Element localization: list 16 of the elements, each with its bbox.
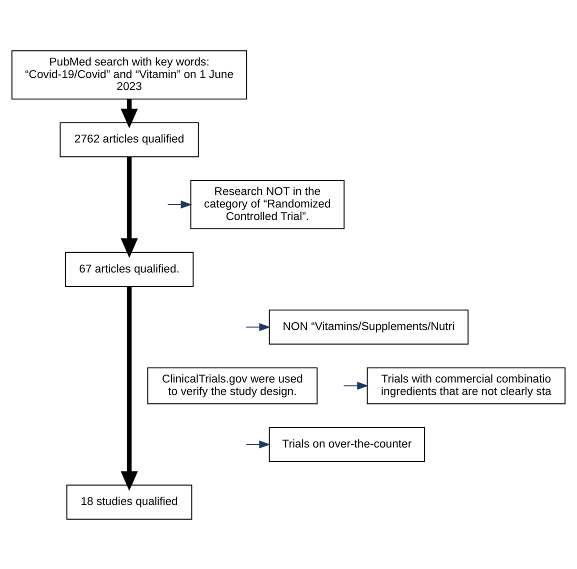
node-box: 18 studies qualified <box>66 484 192 520</box>
arrow <box>120 286 138 490</box>
arrow <box>246 440 271 448</box>
node-box: 67 articles qualified. <box>64 251 194 286</box>
node-box: NON “Vitamins/Supplements/Nutri <box>268 309 469 344</box>
arrow <box>167 200 192 208</box>
arrow <box>246 322 271 331</box>
node-box: 2762 articles qualified <box>60 122 199 157</box>
arrow <box>120 156 138 258</box>
node-box: Trials on over-the-counter <box>268 426 425 462</box>
arrow <box>343 381 369 390</box>
node-box: ClinicalTrials.gov were used to verify the study design. <box>147 366 318 404</box>
node-box: PubMed search with key words: “Covid-19/Covid” and “Vitamin” on 1 June 2023 <box>11 50 248 100</box>
node-box: Research NOT in the category of “Randomized Controlled Trial”. <box>190 179 345 229</box>
arrow <box>120 98 138 128</box>
node-box: Trials with commercial combinatio ingredients that are not clearly sta <box>366 366 566 404</box>
